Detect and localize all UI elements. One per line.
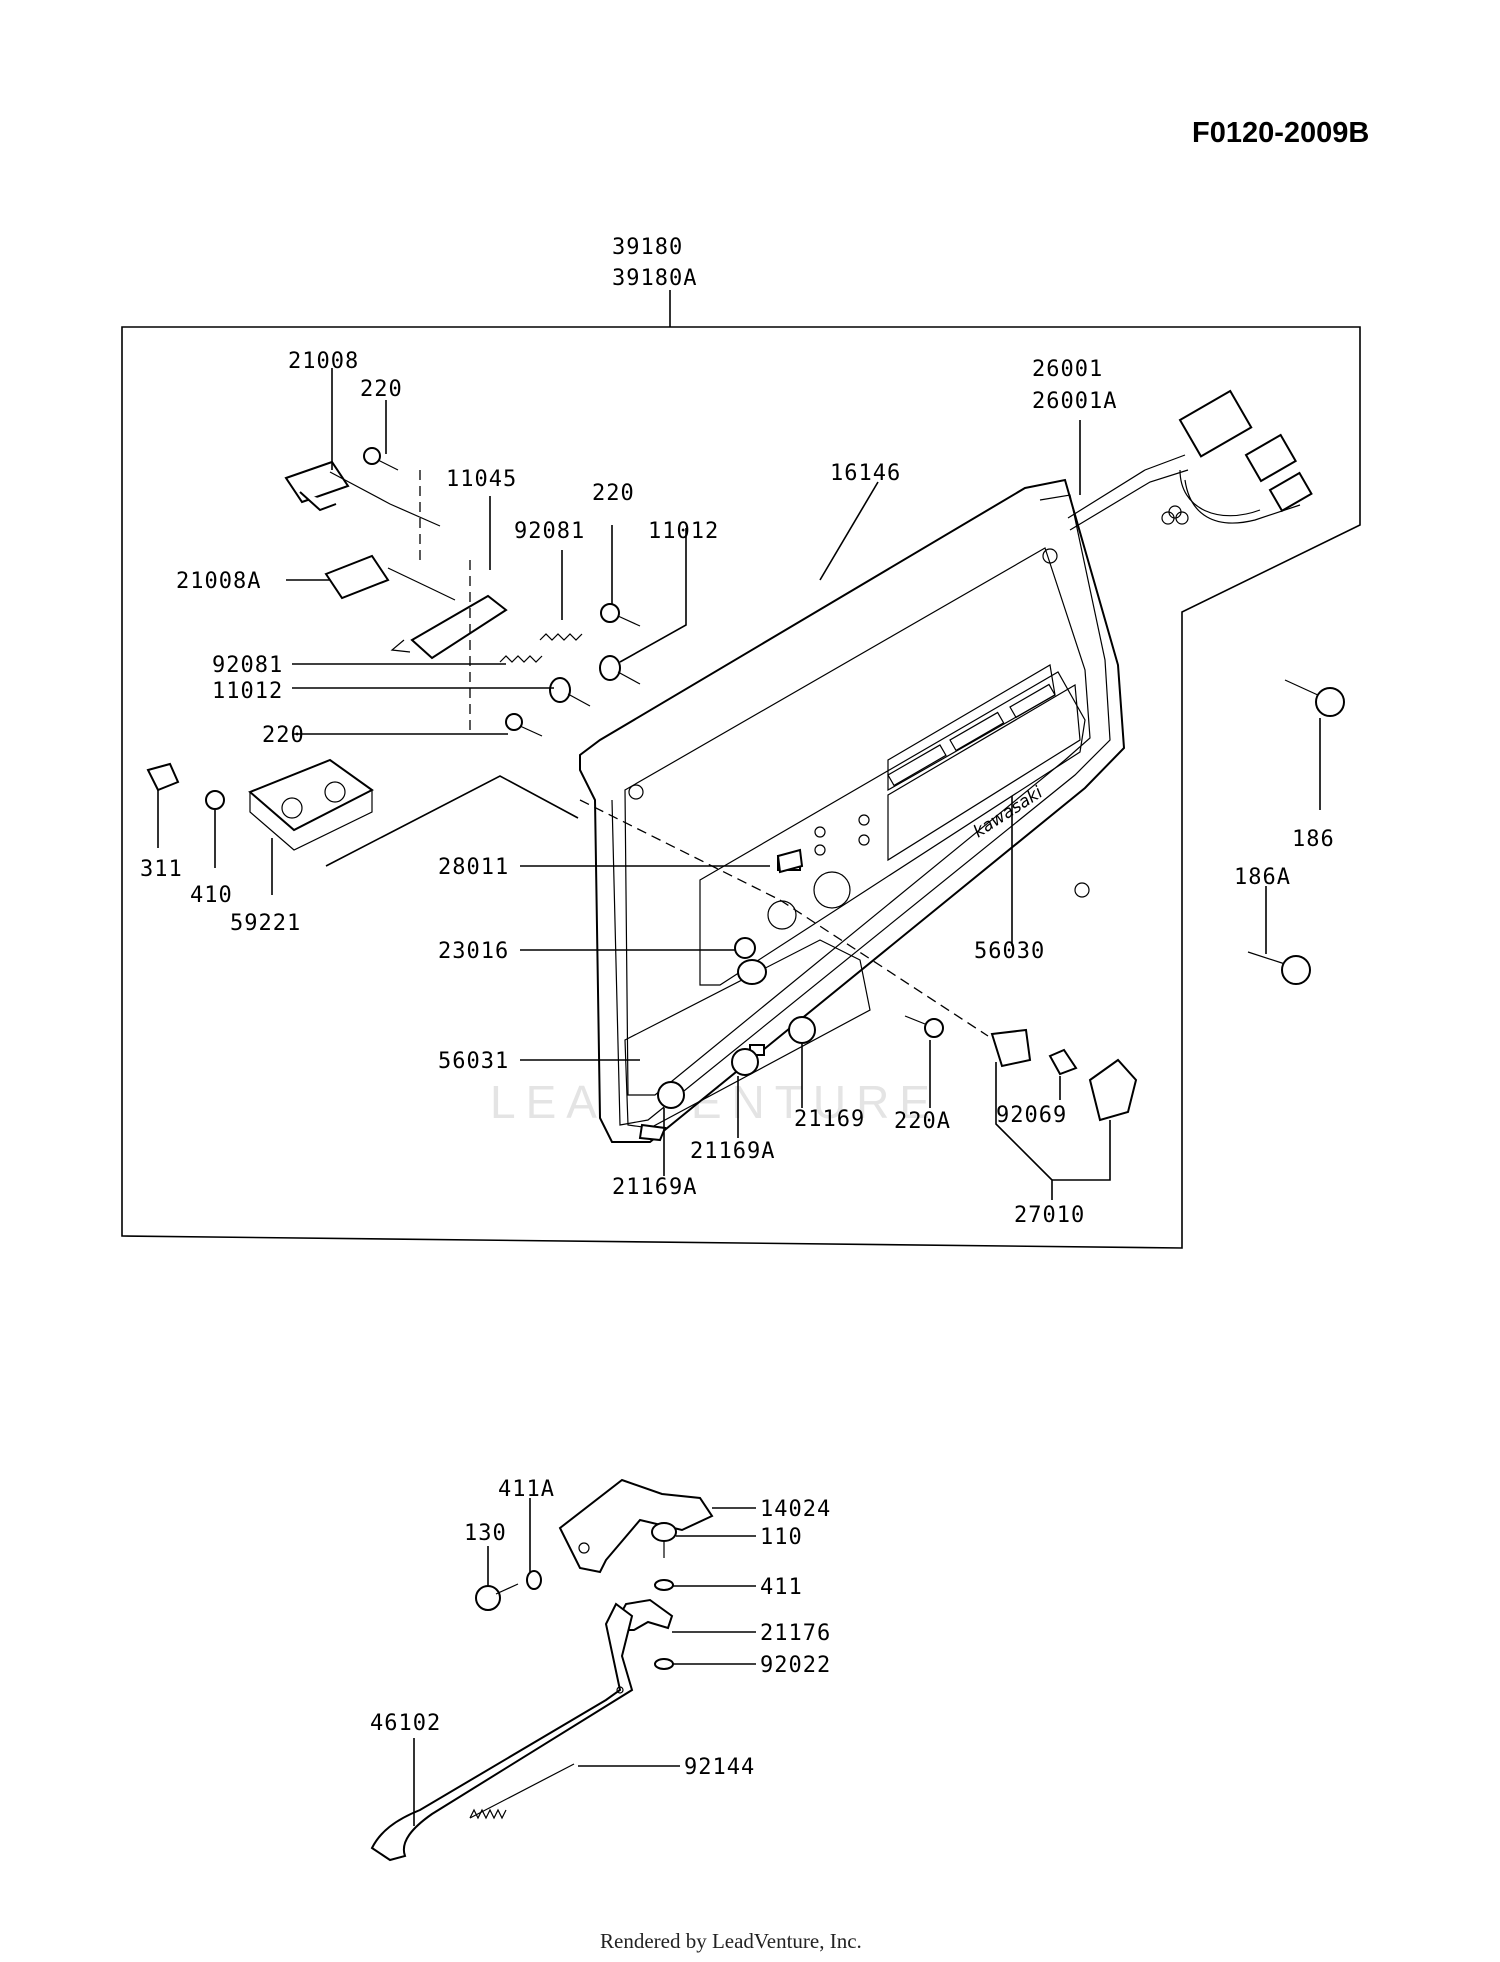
bolt-186: [1284, 679, 1345, 717]
label-410: 410: [190, 883, 233, 908]
label-26001: 26001: [1032, 357, 1103, 382]
washer-411A: [526, 1570, 542, 1590]
label-110: 110: [760, 1525, 803, 1550]
screw-220-lower: [505, 713, 543, 737]
label-21176: 21176: [760, 1621, 831, 1646]
label-21008A: 21008A: [176, 569, 261, 594]
label-411A: 411A: [498, 1477, 555, 1502]
control-panel-16146: [579, 478, 1126, 1143]
outlet-59221: [248, 758, 374, 851]
label-21169: 21169: [794, 1107, 865, 1132]
label-14024: 14024: [760, 1497, 831, 1522]
label-186: 186: [1292, 827, 1335, 852]
part-labels: 21008 220 11045 220 92081 11012 16146 26…: [140, 349, 1335, 1780]
label-92144: 92144: [684, 1755, 755, 1780]
leader-lines-lower: [413, 1498, 756, 1826]
label-311: 311: [140, 857, 183, 882]
assembly-label-39180A: 39180A: [612, 266, 697, 291]
part-28011: [776, 848, 804, 874]
label-186A: 186A: [1234, 865, 1291, 890]
label-21008: 21008: [288, 349, 359, 374]
spring-92144: [469, 1763, 575, 1820]
wire-harness-26001: [1067, 389, 1313, 531]
washer-92022: [654, 1658, 674, 1670]
plate-11045: [410, 594, 508, 660]
label-27010: 27010: [1014, 1203, 1085, 1228]
bolt-130: [475, 1583, 519, 1611]
label-56030: 56030: [974, 939, 1045, 964]
label-92069: 92069: [996, 1103, 1067, 1128]
screw-220-top: [363, 447, 399, 471]
label-220-lower: 220: [262, 723, 305, 748]
label-11045: 11045: [446, 467, 517, 492]
label-23016: 23016: [438, 939, 509, 964]
label-56031: 56031: [438, 1049, 509, 1074]
spring-92081-lower: [499, 655, 543, 663]
label-59221: 59221: [230, 911, 301, 936]
label-92081-lower: 92081: [212, 653, 283, 678]
label-16146: 16146: [830, 461, 901, 486]
label-11012-upper: 11012: [648, 519, 719, 544]
label-46102: 46102: [370, 1711, 441, 1736]
leader-lines-upper: [157, 368, 1321, 1200]
receptacle-21008: [284, 460, 441, 527]
knob-11012-upper: [599, 655, 641, 685]
knob-11012-lower: [549, 677, 591, 707]
assembly-label-39180: 39180: [612, 235, 683, 260]
label-26001A: 26001A: [1032, 389, 1117, 414]
receptacle-21008A: [324, 554, 456, 601]
bolt-110: [651, 1522, 677, 1558]
bracket-14024: [558, 1478, 714, 1574]
label-92081-upper: 92081: [514, 519, 585, 544]
label-21169A-left: 21169A: [612, 1175, 697, 1200]
assembly-frame: [121, 290, 1361, 1249]
spring-92081-upper: [539, 633, 583, 641]
label-11012-lower: 11012: [212, 679, 283, 704]
label-220-top: 220: [360, 377, 403, 402]
nut-311: [146, 762, 180, 792]
bolt-186A: [1247, 951, 1311, 985]
rod-46102: [370, 1602, 634, 1862]
label-28011: 28011: [438, 855, 509, 880]
screw-220-mid: [600, 603, 641, 627]
label-220-mid: 220: [592, 481, 635, 506]
label-411: 411: [760, 1575, 803, 1600]
washer-410: [205, 790, 225, 810]
washer-411: [654, 1579, 674, 1591]
part-23016: [734, 937, 756, 959]
lamp-assembly-27010: [990, 1028, 1138, 1122]
screw-220A: [904, 1015, 944, 1038]
label-21169A-right: 21169A: [690, 1139, 775, 1164]
label-92022: 92022: [760, 1653, 831, 1678]
label-220A: 220A: [894, 1109, 951, 1134]
footer-credit: Rendered by LeadVenture, Inc.: [600, 1929, 862, 1953]
document-id: F0120-2009B: [1192, 117, 1369, 149]
label-130: 130: [464, 1521, 507, 1546]
